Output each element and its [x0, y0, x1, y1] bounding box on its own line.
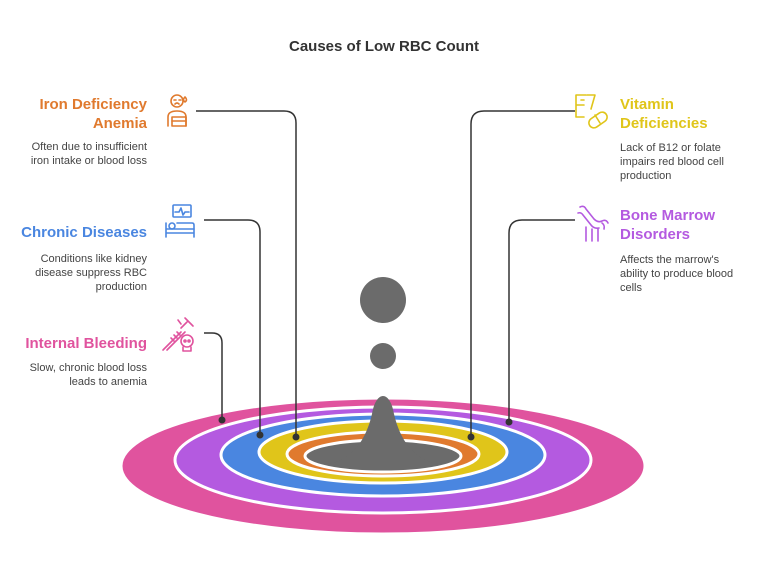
iron-deficiency-description: Often due to insufficient iron intake or… — [31, 140, 147, 168]
marrow-desc-line2: ability to produce blood — [620, 268, 734, 280]
marrow-desc-line1: Affects the marrow's — [620, 254, 720, 266]
iron-desc-line2: iron intake or blood loss — [30, 155, 147, 167]
connector-chronic — [204, 219, 261, 434]
dot-vitamin — [467, 433, 475, 441]
falling-drop-large — [360, 277, 406, 323]
chronic-diseases-description: Conditions like kidney disease suppress … — [35, 252, 147, 294]
splash-peak — [328, 396, 438, 464]
marrow-label-line1: Bone Marrow — [620, 207, 716, 224]
iron-deficiency-label: Iron Deficiency Anemia — [39, 95, 147, 133]
dot-iron — [292, 433, 300, 441]
bone-marrow-description: Affects the marrow's ability to produce … — [620, 253, 733, 295]
vitamin-label-line1: Vitamin — [620, 96, 674, 113]
vitamin-deficiencies-label: Vitamin Deficiencies — [620, 95, 708, 133]
vitamin-pill-icon — [575, 94, 608, 129]
diagram-title: Causes of Low RBC Count — [289, 38, 479, 55]
dot-chronic — [256, 431, 264, 439]
chronic-desc-line1: Conditions like kidney — [40, 253, 147, 265]
iron-deficiency-label-line1: Iron Deficiency — [39, 96, 147, 113]
vitamin-deficiencies-description: Lack of B12 or folate impairs red blood … — [620, 141, 724, 183]
falling-drop-small — [370, 343, 396, 369]
vitamin-desc-line2: impairs red blood cell — [620, 156, 724, 168]
bone-marrow-label: Bone Marrow Disorders — [620, 206, 715, 244]
chronic-desc-line3: production — [95, 281, 147, 293]
dot-marrow — [505, 418, 513, 426]
connector-iron — [196, 110, 297, 436]
iron-deficiency-label-line2: Anemia — [92, 115, 147, 132]
internal-bleeding-label: Internal Bleeding — [25, 335, 147, 352]
hospital-bed-icon — [165, 204, 195, 238]
vitamin-label-line2: Deficiencies — [620, 115, 708, 132]
dot-bleeding — [218, 416, 226, 424]
bleeding-desc-line1: Slow, chronic blood loss — [29, 362, 147, 374]
chronic-diseases-label: Chronic Diseases — [21, 224, 147, 241]
connector-bleeding — [204, 332, 223, 420]
connector-marrow — [508, 219, 575, 422]
connector-vitamin — [470, 110, 575, 436]
vitamin-desc-line3: production — [620, 170, 672, 182]
internal-bleeding-description: Slow, chronic blood loss leads to anemia — [30, 361, 147, 389]
chronic-desc-line2: disease suppress RBC — [35, 267, 147, 279]
bleeding-desc-line2: leads to anemia — [69, 376, 147, 388]
iron-desc-line1: Often due to insufficient — [31, 141, 147, 153]
bone-joint-icon — [577, 205, 609, 242]
marrow-desc-line3: cells — [620, 282, 643, 294]
vitamin-desc-line1: Lack of B12 or folate — [620, 142, 721, 154]
syringe-skull-icon — [162, 317, 194, 352]
sick-person-icon — [167, 94, 188, 127]
marrow-label-line2: Disorders — [620, 226, 691, 243]
